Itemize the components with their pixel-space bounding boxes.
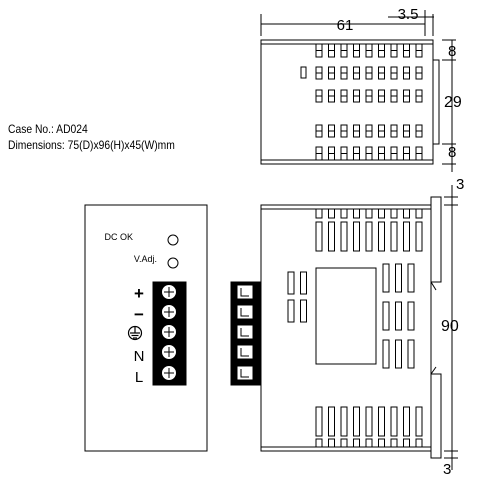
side-vent-slot (340, 208, 348, 219)
side-vent-slot (340, 438, 348, 448)
side-vent-slot (300, 299, 307, 323)
side-vent-slot (353, 208, 360, 219)
side-terminal-cutout (236, 304, 254, 320)
labels: DC OK V.Adj. + − N L 61 3.5 8 29 8 3 90 … (104, 6, 464, 478)
side-vent-slot (353, 438, 360, 448)
side-vent-slot (407, 339, 415, 369)
side-vent-slot (378, 221, 385, 252)
side-vent-slot (415, 438, 423, 448)
side-vent-slot (390, 208, 398, 219)
dim-label-bottom-gap: 8 (448, 144, 456, 161)
v-adj-potentiometer (167, 257, 179, 269)
side-vent-slot (382, 301, 390, 331)
dim-label-middle-height: 29 (444, 94, 462, 111)
side-vent-slot (365, 438, 373, 448)
side-vent-slot (407, 301, 415, 331)
side-vent-slot (390, 438, 398, 448)
side-vent-slot (403, 438, 410, 448)
top-view-rail-clip (432, 59, 440, 145)
side-vent-slot (287, 299, 295, 323)
side-vent-slot (328, 438, 335, 448)
side-terminal-cutout (236, 344, 254, 360)
din-rail-clip-lower (430, 373, 442, 459)
side-vent-slot (315, 406, 323, 437)
front-panel (84, 204, 208, 452)
dim-label-offset: 3.5 (398, 6, 419, 23)
side-vent-slot (315, 438, 323, 448)
side-vent-slot (315, 221, 323, 252)
case-number: Case No.: AD024 (8, 122, 88, 136)
side-vent-slot (378, 438, 385, 448)
dim-label-rail-gap-bottom: 3 (443, 461, 451, 478)
side-vent-slot (395, 339, 402, 369)
side-vent-slot (403, 406, 410, 437)
side-vent-slot (390, 406, 398, 437)
top-view-vent-slots (315, 43, 423, 161)
dim-label-rail-gap-top: 3 (456, 176, 464, 193)
side-vent-slot (382, 339, 390, 369)
side-vent-slot (390, 221, 398, 252)
side-view (230, 185, 458, 470)
top-view (260, 10, 456, 172)
side-vent-slot (378, 406, 385, 437)
side-vent-slot (340, 406, 348, 437)
side-vent-slot (378, 208, 385, 219)
side-vent-slot (287, 271, 295, 295)
dc-ok-led (167, 234, 179, 246)
side-vent-slot (328, 406, 335, 437)
front-panel-outline (84, 204, 208, 452)
dim-label-top-gap: 8 (448, 43, 456, 60)
side-terminal-wire-clamp (240, 328, 249, 337)
side-vent-slot (415, 406, 423, 437)
side-vent-slot (403, 221, 410, 252)
terminal-label-line: L (135, 369, 143, 386)
side-vent-slot (328, 208, 335, 219)
top-view-marker (300, 66, 307, 79)
side-vent-slot (395, 263, 402, 293)
side-label-area (315, 267, 377, 365)
side-terminal-wire-clamp (240, 369, 249, 378)
side-terminal-wire-clamp (240, 308, 249, 317)
terminal-label-plus: + (134, 284, 144, 303)
side-terminal-wire-clamp (240, 348, 249, 357)
side-terminal-cutout (236, 284, 254, 300)
side-vent-slot (415, 208, 423, 219)
side-view-vent-slots (287, 208, 423, 448)
side-vent-slot (328, 221, 335, 252)
side-vent-slot (300, 271, 307, 295)
side-terminal-cutouts (236, 284, 254, 381)
side-vent-slot (353, 406, 360, 437)
side-vent-slot (315, 208, 323, 219)
side-view-outline (260, 204, 432, 452)
terminal-screws (161, 284, 177, 381)
side-vent-slot (395, 301, 402, 331)
case-dimensions: Dimensions: 75(D)x96(H)x45(W)mm (8, 138, 175, 152)
side-vent-slot (415, 221, 423, 252)
dim-label-side-height: 90 (441, 318, 459, 335)
v-adj-label: V.Adj. (134, 254, 157, 264)
side-vent-slot (353, 221, 360, 252)
side-terminal-cutout (236, 324, 254, 340)
side-vent-slot (340, 221, 348, 252)
side-terminal-wire-clamp (240, 288, 249, 297)
earth-ground-icon (127, 325, 143, 341)
side-vent-slot (382, 263, 390, 293)
terminal-label-minus: − (134, 305, 144, 324)
side-vent-slot (365, 221, 373, 252)
dc-ok-label: DC OK (104, 232, 133, 242)
side-vent-slot (365, 406, 373, 437)
side-terminal-cutout (236, 365, 254, 381)
terminal-label-neutral: N (134, 348, 145, 365)
side-vent-slot (365, 208, 373, 219)
side-vent-slot (403, 208, 410, 219)
dim-label-depth: 61 (337, 17, 354, 34)
side-vent-slot (407, 263, 415, 293)
din-rail-clip-upper (430, 196, 442, 283)
